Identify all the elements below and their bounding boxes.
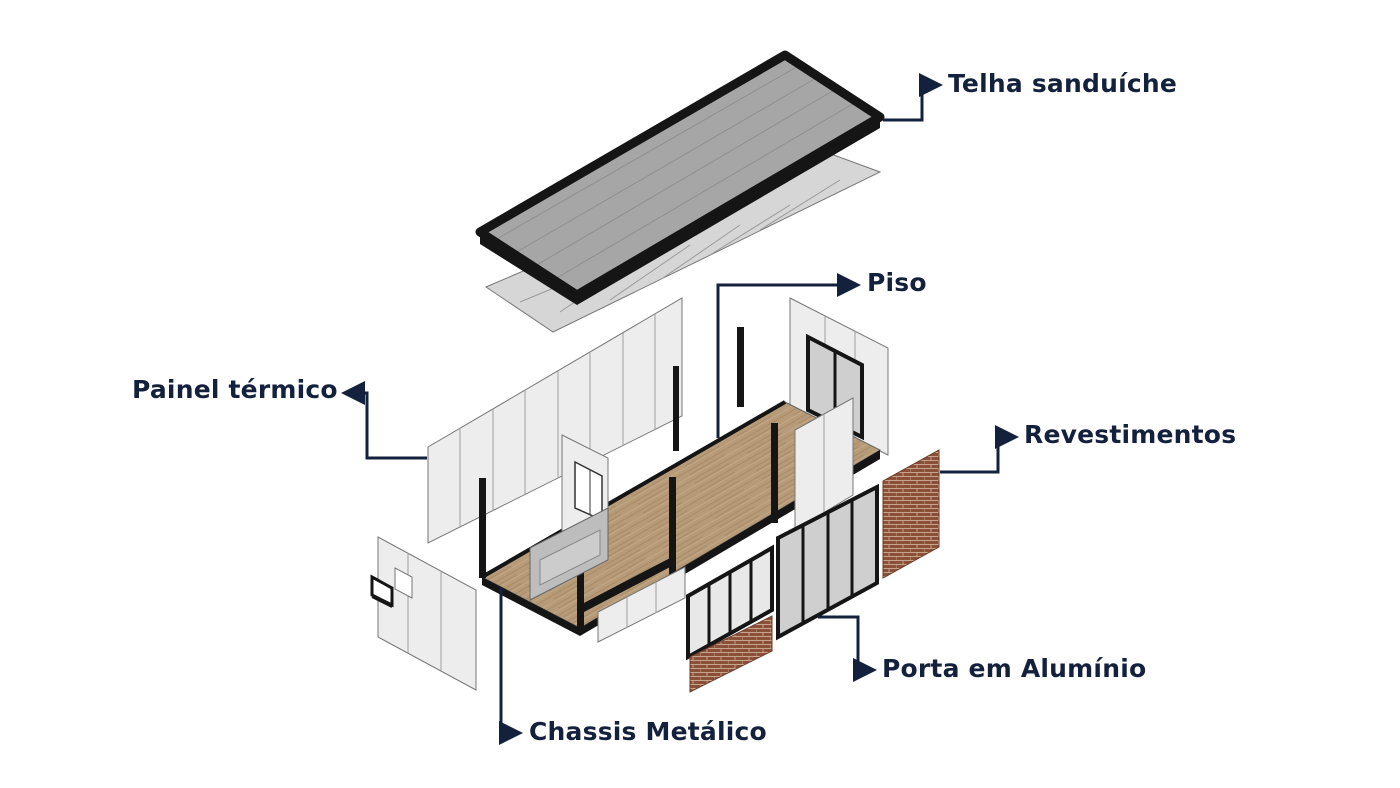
leader-floor	[716, 273, 861, 438]
label-chassis: Chassis Metálico	[529, 717, 767, 746]
leader-thermal-panel	[341, 381, 427, 460]
label-thermal-panel: Painel térmico	[132, 375, 338, 404]
thermal-wall-panel-back	[427, 297, 683, 544]
brick-cladding	[689, 449, 940, 693]
front-wall-segment	[597, 566, 686, 643]
label-aluminum-door: Porta em Alumínio	[882, 654, 1147, 683]
interior-partition	[529, 434, 609, 601]
leader-cladding	[940, 425, 1019, 474]
leader-roof	[883, 73, 943, 122]
aluminum-window	[686, 544, 774, 661]
label-cladding: Revestimentos	[1024, 420, 1237, 449]
leader-aluminum-door	[818, 615, 877, 682]
leader-chassis	[499, 588, 523, 745]
label-roof: Telha sanduíche	[948, 69, 1178, 98]
leader-lines	[341, 73, 1019, 745]
end-wall-with-window	[370, 536, 477, 691]
aluminum-sliding-door	[776, 483, 879, 641]
label-floor: Piso	[867, 268, 927, 297]
roof-sandwich-panel	[475, 50, 885, 305]
thermal-wall-panel-right	[794, 397, 854, 531]
